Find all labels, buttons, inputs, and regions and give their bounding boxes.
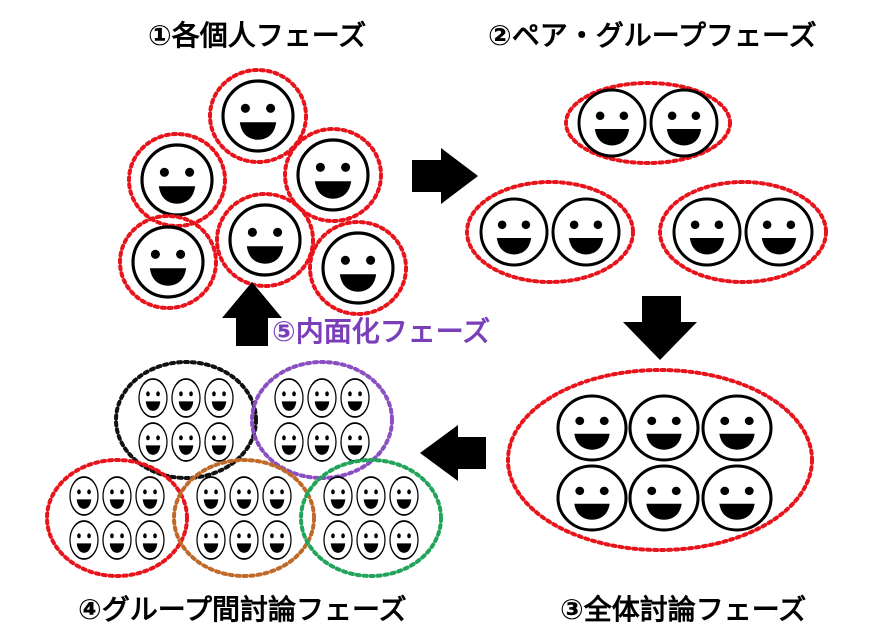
smiley-face-icon xyxy=(558,396,626,460)
inter-group-ellipse xyxy=(299,458,443,578)
smiley-face-icon xyxy=(746,199,812,265)
smiley-face-icon xyxy=(136,477,164,515)
inter-group-ellipse xyxy=(114,360,258,480)
smiley-face-icon xyxy=(230,521,258,559)
smiley-face-icon xyxy=(630,466,698,530)
smiley-face-icon xyxy=(139,423,167,461)
smiley-face-icon xyxy=(205,423,233,461)
smiley-face-icon xyxy=(139,379,167,417)
smiley-face-icon xyxy=(70,521,98,559)
smiley-face-icon xyxy=(197,521,225,559)
smiley-face-icon xyxy=(357,521,385,559)
smiley-face-icon xyxy=(357,477,385,515)
individual-circle xyxy=(308,220,408,316)
smiley-face-icon xyxy=(579,90,645,156)
smiley-face-icon xyxy=(308,379,336,417)
smiley-face-icon xyxy=(308,423,336,461)
phase-label-pair-group: ②ペア・グループフェーズ xyxy=(488,19,817,52)
phase-label-whole-discussion: ③全体討論フェーズ xyxy=(560,593,807,626)
smiley-face-icon xyxy=(630,396,698,460)
pair-group-ellipse xyxy=(564,81,732,165)
smiley-face-icon xyxy=(341,423,369,461)
phase-label-internalization: ⑤内面化フェーズ xyxy=(272,315,491,348)
individual-circle xyxy=(208,68,308,164)
individual-circle xyxy=(215,192,315,288)
smiley-face-icon xyxy=(205,379,233,417)
smiley-face-icon xyxy=(275,379,303,417)
smiley-face-icon xyxy=(230,205,300,275)
smiley-face-icon xyxy=(230,477,258,515)
pair-group-ellipse xyxy=(658,180,828,284)
phase-label-individual: ①各個人フェーズ xyxy=(148,19,367,52)
smiley-face-icon xyxy=(324,521,352,559)
whole-discussion-ellipse xyxy=(506,368,814,552)
smiley-face-icon xyxy=(553,199,619,265)
smiley-face-icon xyxy=(324,477,352,515)
block-arrow-icon xyxy=(412,148,478,204)
smiley-face-icon xyxy=(674,199,740,265)
pair-group-ellipse xyxy=(465,180,635,284)
smiley-face-icon xyxy=(263,477,291,515)
smiley-face-icon xyxy=(263,521,291,559)
smiley-face-icon xyxy=(703,466,771,530)
smiley-face-icon xyxy=(103,477,131,515)
phase-label-inter-group: ④グループ間討論フェーズ xyxy=(78,593,407,626)
smiley-face-icon xyxy=(136,521,164,559)
smiley-face-icon xyxy=(142,145,212,215)
individual-circle xyxy=(118,214,218,310)
block-arrow-icon xyxy=(222,282,282,346)
smiley-face-icon xyxy=(172,379,200,417)
smiley-face-icon xyxy=(341,379,369,417)
smiley-face-icon xyxy=(703,396,771,460)
smiley-face-icon xyxy=(651,90,717,156)
inter-group-ellipse xyxy=(172,458,316,578)
smiley-face-icon xyxy=(275,423,303,461)
smiley-face-icon xyxy=(390,477,418,515)
smiley-face-icon xyxy=(172,423,200,461)
smiley-face-icon xyxy=(558,466,626,530)
smiley-face-icon xyxy=(103,521,131,559)
block-arrow-icon xyxy=(420,425,486,481)
individual-circle xyxy=(127,132,227,228)
smiley-face-icon xyxy=(223,81,293,151)
block-arrow-icon xyxy=(623,296,697,360)
smiley-face-icon xyxy=(481,199,547,265)
smiley-face-icon xyxy=(70,477,98,515)
smiley-face-icon xyxy=(323,233,393,303)
smiley-face-icon xyxy=(298,140,368,210)
smiley-face-icon xyxy=(197,477,225,515)
individual-circle xyxy=(283,127,383,223)
smiley-face-icon xyxy=(133,227,203,297)
smiley-face-icon xyxy=(390,521,418,559)
inter-group-ellipse xyxy=(45,458,189,578)
